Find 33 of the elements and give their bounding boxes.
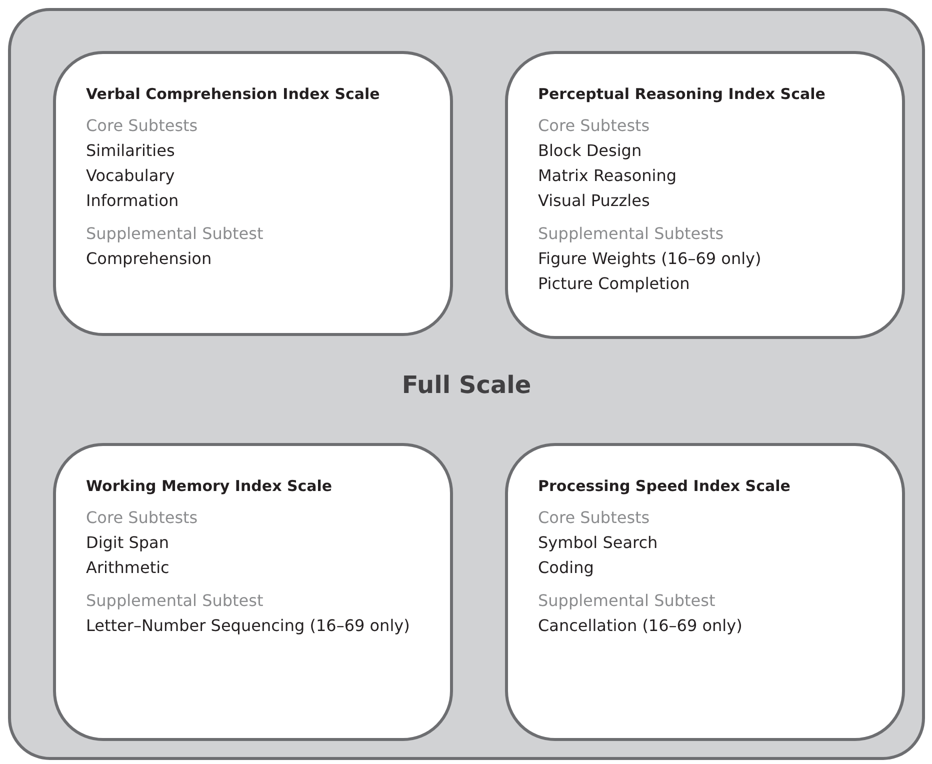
subtest-name: Block Design xyxy=(538,140,642,162)
subtest-group-heading: Supplemental Subtest xyxy=(86,223,264,245)
subtest-name: Figure Weights (16–69 only) xyxy=(538,248,762,270)
subtest-group-heading: Core Subtests xyxy=(538,115,650,137)
subtest-name: Picture Completion xyxy=(538,273,690,295)
subtest-name: Symbol Search xyxy=(538,532,658,554)
subtest-group-heading: Supplemental Subtest xyxy=(538,590,716,612)
subtest-group-heading: Supplemental Subtest xyxy=(86,590,264,612)
subtest-group-heading: Core Subtests xyxy=(86,507,198,529)
subtest-name: Digit Span xyxy=(86,532,169,554)
subtest-group-heading: Core Subtests xyxy=(538,507,650,529)
scale-heading: Processing Speed Index Scale xyxy=(538,476,790,497)
subtest-name: Matrix Reasoning xyxy=(538,165,677,187)
scale-heading: Verbal Comprehension Index Scale xyxy=(86,84,380,105)
subtest-name: Comprehension xyxy=(86,248,212,270)
index-scale-box xyxy=(505,443,905,741)
subtest-name: Visual Puzzles xyxy=(538,190,650,212)
full-scale-panel xyxy=(8,8,925,760)
subtest-name: Similarities xyxy=(86,140,175,162)
subtest-name: Information xyxy=(86,190,179,212)
scale-heading: Working Memory Index Scale xyxy=(86,476,332,497)
subtest-name: Coding xyxy=(538,557,594,579)
subtest-name: Cancellation (16–69 only) xyxy=(538,615,742,637)
subtest-group-heading: Supplemental Subtests xyxy=(538,223,724,245)
index-scale-box xyxy=(53,51,453,336)
subtest-name: Vocabulary xyxy=(86,165,175,187)
index-scale-box xyxy=(53,443,453,741)
scale-heading: Perceptual Reasoning Index Scale xyxy=(538,84,826,105)
full-scale-label: Full Scale xyxy=(400,371,532,399)
subtest-name: Letter–Number Sequencing (16–69 only) xyxy=(86,615,410,637)
subtest-name: Arithmetic xyxy=(86,557,170,579)
index-scale-box xyxy=(505,51,905,339)
subtest-group-heading: Core Subtests xyxy=(86,115,198,137)
